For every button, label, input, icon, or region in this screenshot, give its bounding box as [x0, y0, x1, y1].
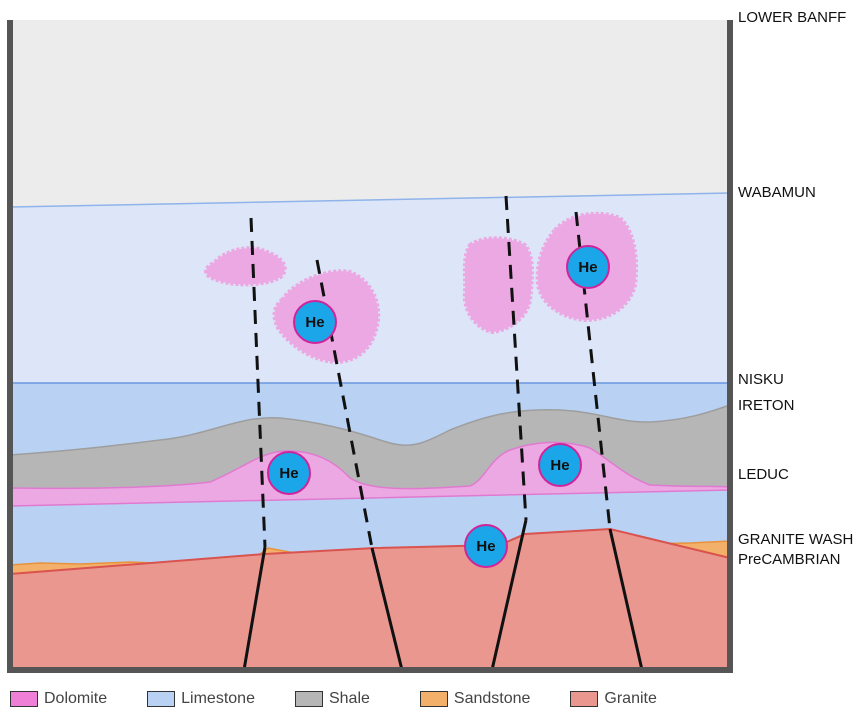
legend-item-shale: Shale [294, 690, 370, 708]
fault-line-solid [370, 547, 404, 671]
sandstone-swatch [419, 691, 448, 707]
legend-label: Granite [604, 690, 657, 707]
svg-text:He: He [476, 538, 495, 555]
legend-item-sandstone: Sandstone [419, 690, 531, 708]
fault-line-solid [490, 519, 528, 671]
helium-marker: He [267, 451, 311, 495]
label-nisku: NISKU [738, 371, 784, 388]
label-granite-wash: GRANITE WASH [738, 531, 853, 548]
fault-line-dashed [249, 217, 267, 548]
wabamun-top-line [9, 192, 731, 208]
fault-line-solid [242, 546, 267, 671]
svg-text:He: He [550, 457, 569, 474]
helium-marker: He [538, 443, 582, 487]
shale-swatch [294, 691, 323, 707]
label-wabamun: WABAMUN [738, 184, 816, 201]
svg-text:He: He [279, 465, 298, 482]
legend-item-limestone: Limestone [147, 690, 255, 708]
limestone-swatch [147, 691, 176, 707]
helium-marker: He [464, 524, 508, 568]
granite-swatch [570, 691, 599, 707]
legend-label: Sandstone [453, 690, 531, 707]
precambrian-granite-layer [10, 529, 730, 670]
label-ireton: IRETON [738, 397, 794, 414]
dolomite-patch [462, 236, 534, 335]
legend-item-granite: Granite [570, 690, 657, 708]
fault-line-dashed [504, 195, 528, 521]
label-lower-banff: LOWER BANFF [738, 9, 846, 26]
svg-text:He: He [305, 314, 324, 331]
legend: Dolomite Limestone Shale Sandstone Grani… [10, 690, 657, 708]
legend-label: Dolomite [44, 690, 108, 707]
legend-label: Shale [328, 690, 370, 707]
legend-label: Limestone [181, 690, 255, 707]
helium-marker: He [293, 300, 337, 344]
svg-text:He: He [578, 259, 597, 276]
dolomite-patch [204, 246, 287, 287]
dolomite-swatch [10, 691, 38, 707]
label-precambrian: PreCAMBRIAN [738, 551, 841, 568]
label-leduc: LEDUC [738, 466, 789, 483]
helium-marker: He [566, 245, 610, 289]
legend-item-dolomite: Dolomite [10, 690, 107, 708]
fault-line-solid [608, 528, 644, 671]
